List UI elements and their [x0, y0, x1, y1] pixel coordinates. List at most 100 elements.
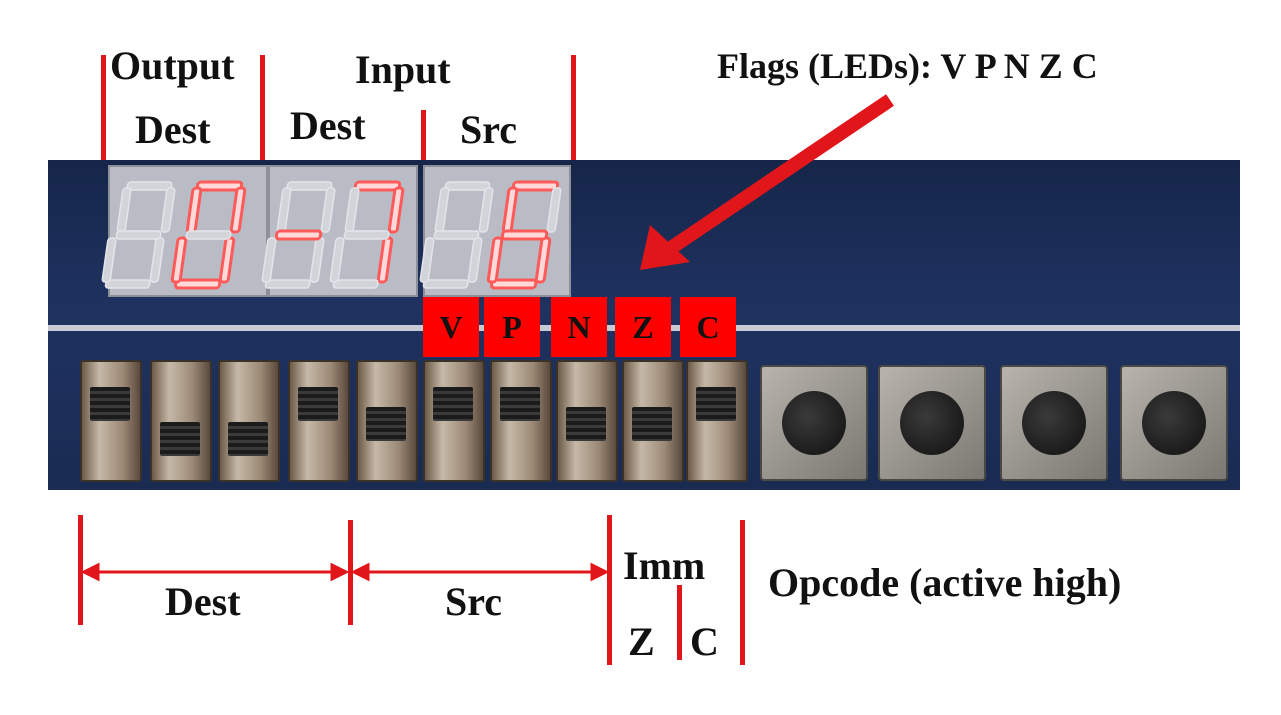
segment-e — [170, 236, 188, 284]
label-imm-c: C — [690, 619, 719, 664]
button-cap — [1142, 391, 1206, 455]
segment-a — [195, 180, 244, 192]
segment-g — [115, 230, 162, 240]
label-input-src: Src — [460, 107, 518, 152]
divider-line — [260, 55, 265, 160]
slide-switch-sw5[interactable] — [356, 360, 418, 482]
segment-d — [264, 279, 311, 289]
segment-d — [173, 278, 222, 290]
segment-c — [376, 236, 394, 284]
segment-a — [286, 181, 333, 191]
segment-c — [149, 237, 165, 283]
segment-b — [546, 187, 562, 233]
switch-knob[interactable] — [228, 422, 268, 456]
slide-switch-sw8[interactable] — [150, 360, 212, 482]
segment-f — [276, 187, 292, 233]
switch-knob[interactable] — [366, 407, 406, 441]
slide-switch-sw9[interactable] — [80, 360, 142, 482]
button-cap — [1022, 391, 1086, 455]
divider-line — [607, 515, 612, 665]
divider-line — [348, 520, 353, 625]
label-output-dest: Dest — [135, 107, 211, 152]
slide-switch-sw0[interactable] — [686, 360, 748, 482]
flag-led-z: Z — [615, 297, 671, 357]
hex-digit-2 — [329, 180, 405, 289]
divider-line — [571, 55, 576, 160]
segment-d — [104, 279, 151, 289]
switch-knob[interactable] — [90, 387, 130, 421]
segment-a — [353, 180, 402, 192]
segment-f — [501, 186, 519, 234]
push-button-key0[interactable] — [1120, 365, 1228, 481]
hex-digit-3 — [261, 181, 336, 289]
switch-knob[interactable] — [500, 387, 540, 421]
segment-e — [329, 237, 345, 283]
segment-g — [433, 230, 480, 240]
slide-switch-sw1[interactable] — [622, 360, 684, 482]
flag-led-c: C — [680, 297, 736, 357]
slide-switch-sw7[interactable] — [218, 360, 280, 482]
switch-knob[interactable] — [433, 387, 473, 421]
segment-e — [261, 237, 277, 283]
hex-digit-1 — [419, 181, 494, 289]
label-bottom-dest: Dest — [165, 579, 241, 624]
segment-b — [229, 186, 247, 234]
switch-knob[interactable] — [566, 407, 606, 441]
segment-e — [101, 237, 117, 283]
hex-digit-4 — [170, 180, 247, 290]
segment-c — [534, 236, 552, 284]
segment-a — [126, 181, 173, 191]
segment-f — [185, 186, 203, 234]
segment-a — [444, 181, 491, 191]
slide-switch-sw2[interactable] — [556, 360, 618, 482]
flag-led-v: V — [423, 297, 479, 357]
segment-f — [344, 187, 360, 233]
label-bottom-src: Src — [445, 579, 503, 624]
hex-digit-5 — [101, 181, 176, 289]
segment-g — [500, 229, 549, 241]
segment-b — [387, 186, 405, 234]
push-button-key3[interactable] — [760, 365, 868, 481]
segment-a — [511, 180, 560, 192]
label-output: Output — [110, 43, 235, 88]
segment-g — [185, 230, 232, 240]
segment-e — [419, 237, 435, 283]
label-opcode: Opcode (active high) — [768, 560, 1122, 605]
segment-g — [343, 230, 390, 240]
switch-knob[interactable] — [696, 387, 736, 421]
divider-line — [740, 520, 745, 665]
label-imm-z: Z — [628, 619, 655, 664]
segment-b — [478, 187, 494, 233]
segment-c — [218, 236, 236, 284]
label-input: Input — [355, 47, 451, 92]
segment-f — [116, 187, 132, 233]
label-flags: Flags (LEDs): V P N Z C — [717, 46, 1098, 86]
push-button-key1[interactable] — [1000, 365, 1108, 481]
switch-knob[interactable] — [298, 387, 338, 421]
segment-b — [160, 187, 176, 233]
segment-d — [332, 279, 379, 289]
segment-d — [489, 278, 538, 290]
slide-switch-sw3[interactable] — [490, 360, 552, 482]
segment-e — [486, 236, 504, 284]
hex-digit-0 — [486, 180, 562, 290]
switch-knob[interactable] — [632, 407, 672, 441]
divider-line — [101, 55, 106, 160]
segment-g — [274, 229, 323, 241]
divider-line — [677, 585, 682, 660]
label-input-dest: Dest — [290, 103, 366, 148]
slide-switch-sw6[interactable] — [288, 360, 350, 482]
segment-c — [467, 237, 483, 283]
button-cap — [900, 391, 964, 455]
switch-knob[interactable] — [160, 422, 200, 456]
flag-led-n: N — [551, 297, 607, 357]
seven-segment-displays — [101, 180, 562, 290]
slide-switch-sw4[interactable] — [423, 360, 485, 482]
segment-d — [422, 279, 469, 289]
segment-f — [434, 187, 450, 233]
fpga-board-photo — [48, 160, 1240, 490]
push-button-key2[interactable] — [878, 365, 986, 481]
segment-c — [309, 237, 325, 283]
button-cap — [782, 391, 846, 455]
flag-led-p: P — [484, 297, 540, 357]
